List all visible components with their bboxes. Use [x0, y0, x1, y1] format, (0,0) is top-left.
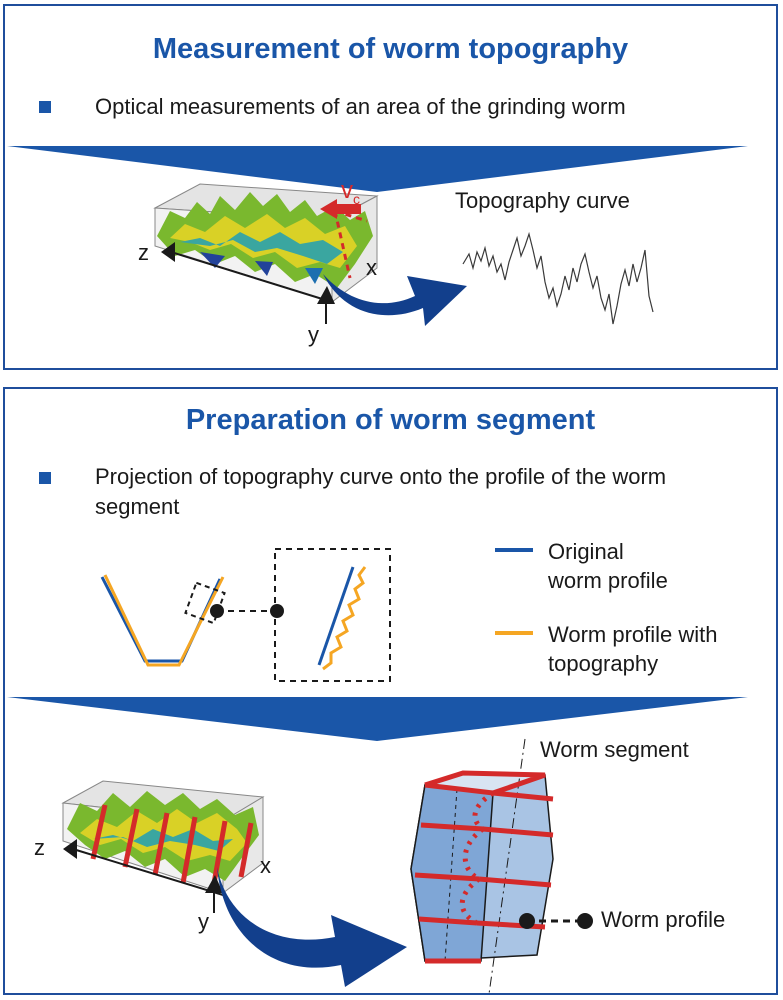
y-axis-arrow: [205, 875, 223, 893]
panel1-graphics: [7, 146, 748, 326]
flow-arrow: [217, 867, 407, 987]
z-axis-arrow: [63, 839, 77, 859]
flow-arrow: [323, 274, 467, 326]
z-axis-label: z: [34, 835, 45, 860]
panel2-graphics: [7, 548, 748, 995]
x-axis-label: x: [260, 853, 271, 878]
section-divider-chevron: [7, 697, 748, 741]
topography-curve-label: Topography curve: [455, 188, 630, 213]
section-divider-chevron: [7, 146, 748, 192]
panel-title: Preparation of worm segment: [185, 404, 596, 436]
worm-profile-sketch: [100, 574, 284, 667]
panel-title: Measurement of worm topography: [152, 33, 629, 65]
z-axis-label: z: [138, 240, 149, 265]
cutting-speed-arrow: [320, 199, 361, 219]
y-axis-arrow: [317, 286, 335, 304]
topography-curve: [462, 231, 654, 325]
detail-zoom-box: [274, 548, 391, 682]
y-axis-label: y: [308, 322, 319, 347]
topography-measurement-panel: Measurement of worm topography Optical m…: [3, 4, 778, 370]
worm-segment-label: Worm segment: [540, 737, 689, 762]
cutting-speed-label: vc: [341, 177, 360, 207]
legend-label-original: Original worm profile: [548, 539, 668, 593]
bullet-marker: [39, 101, 51, 113]
topography-surface-3d: [61, 780, 265, 894]
bullet-text: Optical measurements of an area of the g…: [95, 94, 626, 119]
worm-segment-3d: [410, 738, 593, 995]
bullet-marker: [39, 472, 51, 484]
worm-profile-label: Worm profile: [601, 907, 726, 932]
y-axis-label: y: [198, 909, 209, 934]
x-axis-label: x: [366, 255, 377, 280]
bullet-text: Projection of topography curve onto the …: [95, 464, 667, 519]
legend-label-topography: Worm profile with topography: [548, 622, 718, 676]
z-axis-arrow: [161, 242, 175, 262]
worm-segment-panel: Preparation of worm segment Projection o…: [3, 387, 778, 995]
